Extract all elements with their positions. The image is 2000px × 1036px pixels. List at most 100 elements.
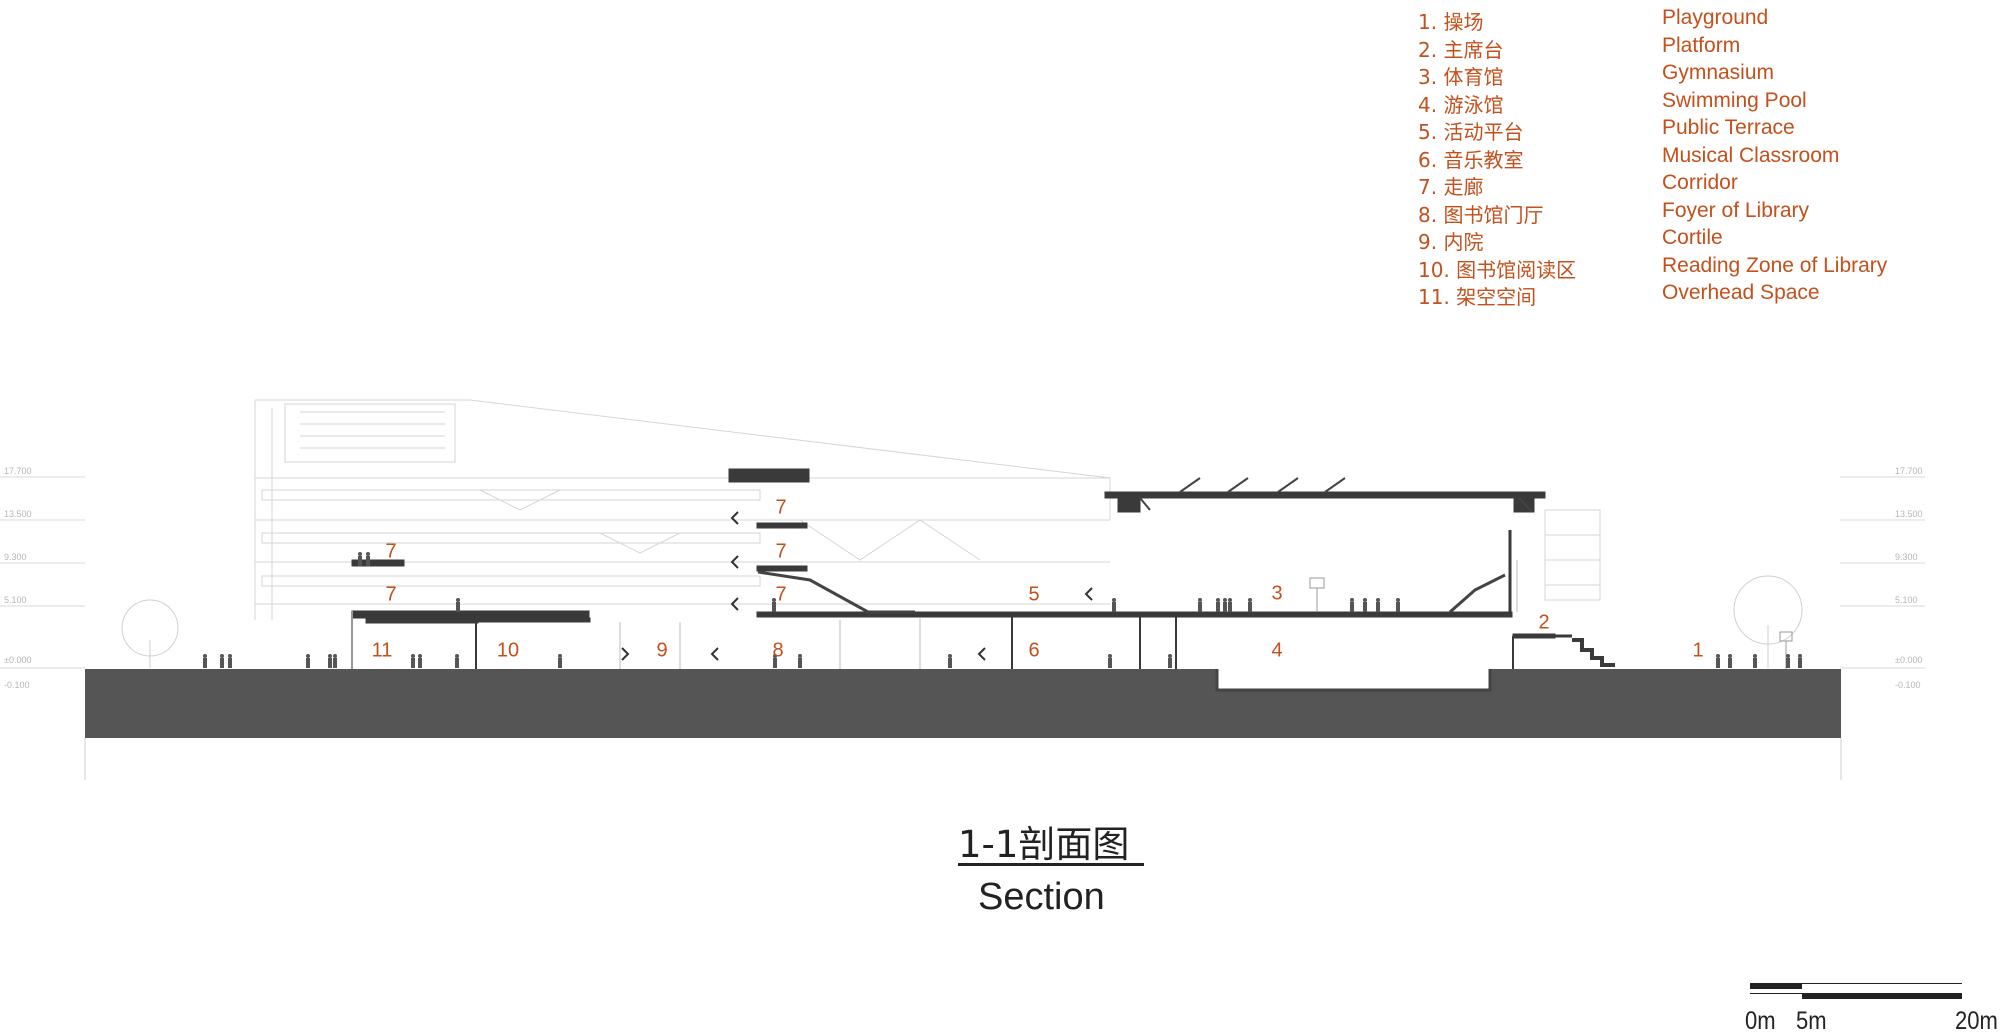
level-label-right: 5.100: [1895, 595, 1918, 605]
person-figure: [366, 552, 370, 566]
title-underline: [958, 863, 1144, 866]
room-label: 7: [385, 583, 397, 606]
person-figure: [1753, 654, 1757, 668]
person-figure: [358, 552, 362, 566]
room-label: 7: [775, 540, 787, 563]
legend-item-cn: 2. 主席台: [1418, 37, 1504, 62]
person-figure: [948, 654, 952, 668]
person-figure: [1798, 654, 1802, 668]
person-figure: [1786, 654, 1790, 668]
person-figure: [773, 654, 777, 668]
person-figure: [306, 654, 310, 668]
pool-pit: [1215, 669, 1492, 692]
legend-item-cn: 8. 图书馆门厅: [1418, 202, 1544, 227]
level-label-left: 9.300: [4, 552, 27, 562]
person-figure: [328, 654, 332, 668]
people-figures: [203, 552, 1802, 668]
legend-item-cn: 9. 内院: [1418, 230, 1484, 254]
person-figure: [1228, 598, 1232, 612]
level-lines: [0, 476, 1925, 669]
legend-item-en: Playground: [1662, 6, 1769, 29]
legend-item-en: Corridor: [1662, 171, 1738, 194]
legend-item-cn: 7. 走廊: [1418, 175, 1484, 199]
scale-bar: [1750, 983, 1962, 999]
legend-item-cn: 11. 架空空间: [1418, 285, 1537, 309]
person-figure: [1363, 598, 1367, 612]
room-label: 8: [772, 639, 784, 662]
legend-item-cn: 1. 操场: [1418, 10, 1484, 34]
person-figure: [1223, 598, 1227, 612]
level-label-left: 5.100: [4, 595, 27, 605]
room-label: 2: [1538, 611, 1550, 634]
person-figure: [1716, 654, 1720, 668]
room-label: 7: [385, 540, 397, 563]
direction-chevrons: [621, 511, 1093, 661]
room-label: 6: [1028, 639, 1040, 662]
person-figure: [1728, 654, 1732, 668]
legend-item-en: Gymnasium: [1662, 61, 1775, 84]
room-label: 11: [371, 639, 393, 662]
person-figure: [1376, 598, 1380, 612]
person-figure: [203, 654, 207, 668]
person-figure: [228, 654, 232, 668]
person-figure: [456, 598, 460, 612]
stair-ramps: [757, 570, 1506, 614]
person-figure: [1216, 598, 1220, 612]
person-figure: [333, 654, 337, 668]
section-cut: [351, 468, 1615, 669]
legend-item-en: Reading Zone of Library: [1662, 253, 1888, 277]
legend-item-cn: 5. 活动平台: [1418, 120, 1524, 144]
level-label-right: ±0.000: [1895, 655, 1923, 665]
room-label: 5: [1028, 583, 1040, 606]
person-figure: [558, 654, 562, 668]
level-label-right: 9.300: [1895, 552, 1918, 562]
person-figure: [772, 598, 776, 612]
scale-label-mid: 5m: [1796, 1006, 1827, 1035]
legend-item-cn: 4. 游泳馆: [1418, 92, 1504, 117]
legend-item-cn: 10. 图书馆阅读区: [1418, 257, 1577, 282]
person-figure: [1350, 598, 1354, 612]
room-label: 7: [775, 496, 787, 519]
person-figure: [411, 654, 415, 668]
legend-item-en: Musical Classroom: [1662, 143, 1840, 167]
legend-item-en: Foyer of Library: [1662, 198, 1810, 222]
railing-ghost: [619, 560, 1518, 669]
room-label: 7: [775, 583, 787, 606]
tree-left: [121, 599, 179, 668]
room-label: 10: [496, 639, 520, 662]
legend-item-en: Swimming Pool: [1662, 88, 1807, 112]
person-figure: [1396, 598, 1400, 612]
level-label-left: ±0.000: [4, 655, 32, 665]
tree-right: [1733, 575, 1803, 668]
legend-item-en: Overhead Space: [1662, 281, 1820, 304]
level-label-left: -0.100: [4, 680, 30, 690]
room-label: 1: [1692, 639, 1704, 662]
person-figure: [455, 654, 459, 668]
legend-item-cn: 3. 体育馆: [1418, 65, 1504, 89]
legend-item-en: Public Terrace: [1662, 116, 1795, 139]
section-title-cn: 1-1剖面图: [958, 823, 1130, 866]
roof-fins: [1139, 477, 1533, 513]
level-label-right: -0.100: [1895, 680, 1921, 690]
room-label: 3: [1271, 582, 1283, 605]
room-label: 9: [656, 639, 668, 662]
section-title-en: Section: [978, 876, 1105, 918]
level-label-right: 13.500: [1895, 509, 1923, 519]
person-figure: [798, 654, 802, 668]
scale-label-zero: 0m: [1745, 1006, 1776, 1035]
person-figure: [1112, 598, 1116, 612]
person-figure: [418, 654, 422, 668]
person-figure: [1198, 598, 1202, 612]
ground-slab: [85, 669, 1841, 738]
level-label-left: 13.500: [4, 509, 32, 519]
room-label: 4: [1271, 639, 1283, 662]
background-elevation: [254, 399, 1601, 620]
person-figure: [1108, 654, 1112, 668]
person-figure: [1248, 598, 1252, 612]
level-label-right: 17.700: [1895, 466, 1923, 476]
level-label-left: 17.700: [4, 466, 32, 476]
person-figure: [220, 654, 224, 668]
legend-item-cn: 6. 音乐教室: [1418, 147, 1524, 172]
legend-item-en: Cortile: [1662, 226, 1723, 249]
